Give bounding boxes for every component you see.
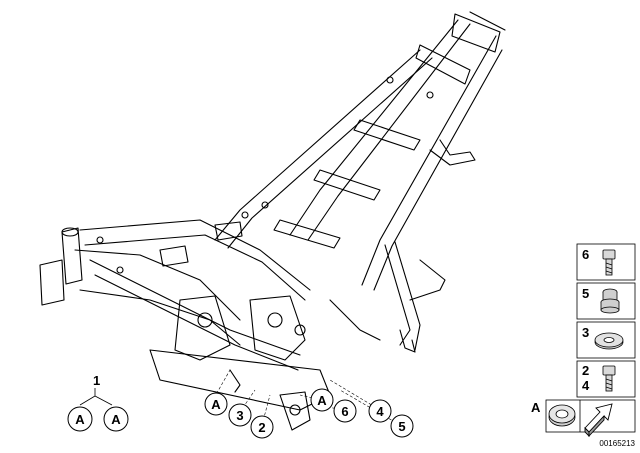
legend-number-6: 6 [582,247,589,262]
rubber-mount-icon [600,288,620,314]
callout-a-2: A [317,393,327,408]
group-label-1: 1 [93,373,100,388]
legend-letter-a: A [531,400,541,415]
callout-2: 2 [258,420,265,435]
callout-6: 6 [341,404,348,419]
washer-icon [594,332,624,350]
callout-a-1: A [211,397,221,412]
callout-4: 4 [376,404,384,419]
screw-icon [602,365,616,392]
callout-3: 3 [236,408,243,423]
legend-number-4: 4 [582,378,590,393]
bolt-icon [602,249,616,276]
callout-a-right: A [111,412,121,427]
motorcycle-frame-drawing [39,11,506,431]
callouts [67,388,414,439]
callout-5: 5 [398,419,405,434]
legend-number-5: 5 [582,286,589,301]
legend-number-2: 2 [582,363,589,378]
callout-a-left: A [75,412,85,427]
parts-legend: 6 5 3 2 4 [531,243,636,438]
group-bracket [79,388,113,406]
diagram-number: 00165213 [599,439,635,448]
arrow-icon [584,403,613,438]
bushing-icon [548,404,576,427]
legend-number-3: 3 [582,325,589,340]
